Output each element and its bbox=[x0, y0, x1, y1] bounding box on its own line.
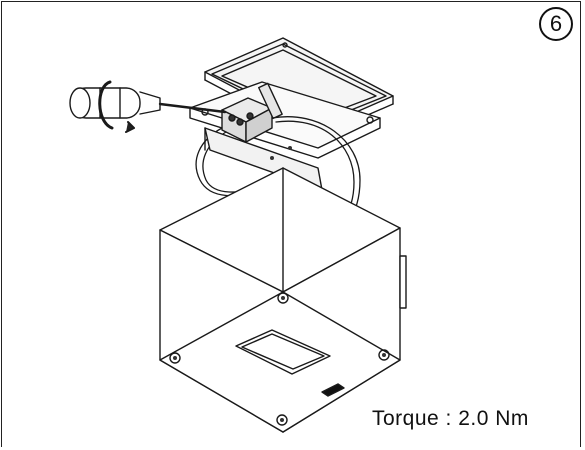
mounting-plate bbox=[189, 37, 394, 159]
torque-note: Torque : 2.0 Nm bbox=[372, 407, 529, 430]
terminal-block bbox=[221, 82, 283, 143]
step-number: 6 bbox=[539, 7, 573, 41]
step-number-badge: 6 bbox=[533, 5, 579, 43]
screwdriver-icon bbox=[69, 80, 227, 133]
cube-bottom-face bbox=[159, 291, 401, 433]
